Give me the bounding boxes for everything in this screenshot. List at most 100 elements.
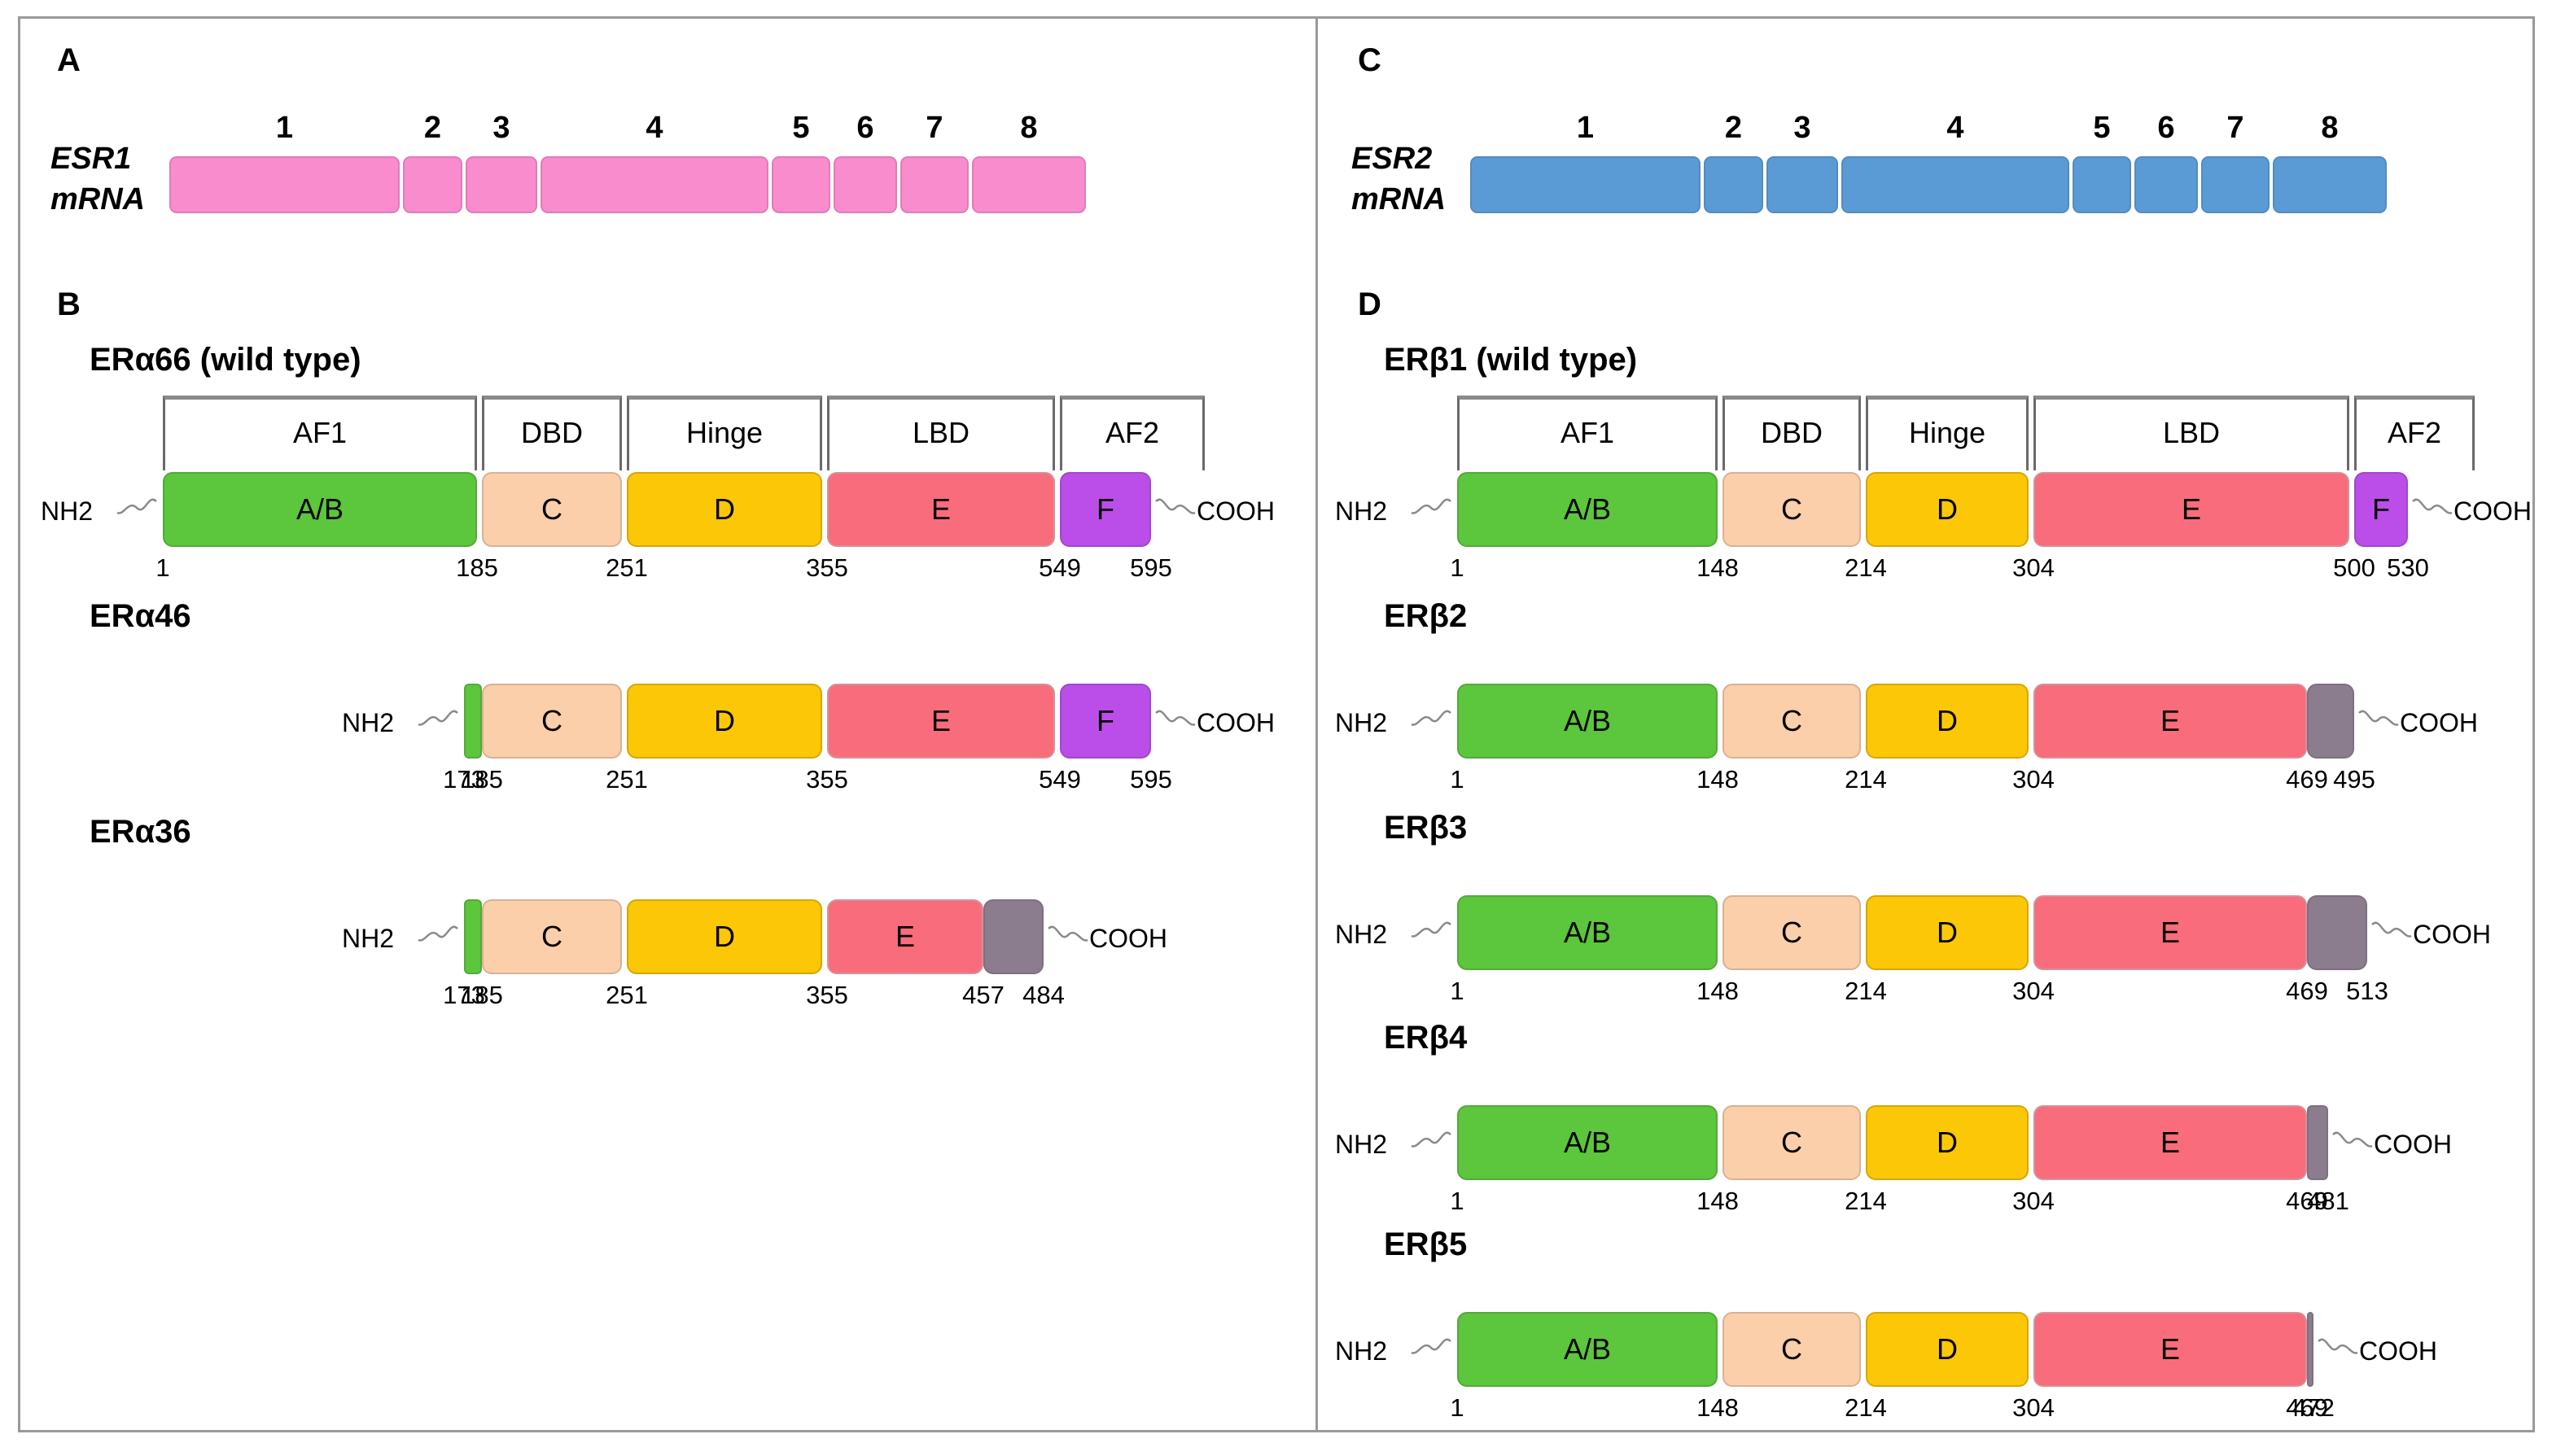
domain-block-d: D bbox=[1866, 684, 2029, 759]
residue-tick-457: 457 bbox=[962, 981, 1005, 1009]
panel-letter-b: B bbox=[57, 286, 81, 322]
exon-block-4 bbox=[541, 156, 768, 213]
residue-tick-1: 1 bbox=[1450, 1393, 1464, 1422]
n-terminus-linker bbox=[1410, 1125, 1452, 1161]
domain-block-terminal bbox=[2307, 1105, 2328, 1180]
isoform-title: ERβ4 bbox=[1384, 1020, 1468, 1056]
linker-squiggle-icon bbox=[2412, 498, 2453, 514]
linker-squiggle-icon bbox=[1411, 1338, 1451, 1354]
esr2-mrna-text: mRNA bbox=[1351, 182, 1447, 216]
residue-tick-148: 148 bbox=[1696, 1393, 1739, 1422]
domain-block-f: F bbox=[2354, 472, 2408, 547]
domain-block-terminal bbox=[983, 899, 1044, 974]
domain-block-c: C bbox=[482, 472, 622, 547]
exon-block-5 bbox=[2073, 156, 2131, 213]
residue-tick-251: 251 bbox=[606, 765, 648, 794]
linker-squiggle-icon bbox=[1411, 498, 1451, 514]
linker-squiggle-icon bbox=[2318, 1338, 2358, 1354]
domain-block-e: E bbox=[2033, 895, 2307, 970]
n-terminus-label: NH2 bbox=[1335, 920, 1388, 949]
residue-tick-304: 304 bbox=[2012, 1393, 2055, 1422]
exon-number-3: 3 bbox=[492, 111, 510, 145]
domain-bracket-label: AF2 bbox=[2387, 416, 2442, 449]
c-terminus-linker bbox=[2357, 703, 2400, 740]
domain-block-d: D bbox=[627, 899, 822, 974]
residue-tick-530: 530 bbox=[2387, 553, 2429, 582]
c-terminus-linker bbox=[1154, 703, 1197, 740]
panel-divider bbox=[1315, 19, 1318, 1430]
isoform-title: ERβ1 (wild type) bbox=[1384, 342, 1638, 378]
residue-tick-173: 173 bbox=[443, 981, 485, 1009]
exon-block-8 bbox=[972, 156, 1086, 213]
isoform-title: ERα66 (wild type) bbox=[90, 342, 361, 378]
residue-tick-185: 185 bbox=[461, 765, 503, 794]
domain-block-f: F bbox=[1060, 472, 1151, 547]
residue-tick-469: 469 bbox=[2286, 765, 2328, 794]
domain-bracket-af1: AF1 bbox=[1457, 396, 1718, 470]
linker-squiggle-icon bbox=[2358, 710, 2399, 726]
exon-number-7: 7 bbox=[926, 111, 943, 145]
exon-block-4 bbox=[1841, 156, 2069, 213]
domain-block-ab: A/B bbox=[1457, 1312, 1718, 1387]
residue-tick-469: 469 bbox=[2286, 1187, 2328, 1215]
domain-block-e: E bbox=[827, 684, 1055, 759]
residue-tick-1: 1 bbox=[1450, 553, 1464, 582]
c-terminus-linker bbox=[2331, 1125, 2374, 1161]
isoform-title: ERα36 bbox=[90, 814, 191, 850]
esr2-gene-name: ESR2 bbox=[1351, 142, 1433, 176]
isoform-title: ERβ2 bbox=[1384, 598, 1468, 634]
linker-squiggle-icon bbox=[1155, 498, 1196, 514]
exon-number-6: 6 bbox=[2157, 111, 2175, 145]
residue-tick-549: 549 bbox=[1039, 765, 1081, 794]
domain-block-c: C bbox=[482, 684, 622, 759]
residue-tick-1: 1 bbox=[1450, 765, 1464, 794]
domain-block-d: D bbox=[1866, 1312, 2029, 1387]
residue-tick-481: 481 bbox=[2307, 1187, 2349, 1215]
residue-tick-595: 595 bbox=[1130, 553, 1172, 582]
exon-block-7 bbox=[2201, 156, 2270, 213]
exon-block-6 bbox=[2134, 156, 2198, 213]
domain-block-c: C bbox=[1722, 1312, 1861, 1387]
exon-number-6: 6 bbox=[856, 111, 874, 145]
residue-tick-469: 469 bbox=[2286, 977, 2328, 1005]
domain-bracket-label: Hinge bbox=[1908, 416, 1986, 449]
domain-bracket-af2: AF2 bbox=[1060, 396, 1205, 470]
domain-block-ab: A/B bbox=[1457, 472, 1718, 547]
residue-tick-1: 1 bbox=[1450, 1187, 1464, 1215]
residue-tick-304: 304 bbox=[2012, 977, 2055, 1005]
domain-block-c: C bbox=[482, 899, 622, 974]
residue-tick-355: 355 bbox=[806, 553, 848, 582]
c-terminus-label: COOH bbox=[2374, 1130, 2452, 1159]
domain-block-ab: A/B bbox=[1457, 1105, 1718, 1180]
c-terminus-label: COOH bbox=[1089, 924, 1167, 953]
residue-tick-251: 251 bbox=[606, 553, 648, 582]
residue-tick-469: 469 bbox=[2286, 1393, 2328, 1422]
residue-tick-214: 214 bbox=[1845, 553, 1887, 582]
exon-block-2 bbox=[403, 156, 462, 213]
domain-block-c: C bbox=[1722, 684, 1861, 759]
n-terminus-label: NH2 bbox=[342, 708, 395, 737]
domain-bracket-dbd: DBD bbox=[482, 396, 622, 470]
n-terminus-label: NH2 bbox=[1335, 496, 1388, 526]
domain-bracket-lbd: LBD bbox=[827, 396, 1055, 470]
domain-bracket-label: DBD bbox=[520, 416, 583, 449]
residue-tick-304: 304 bbox=[2012, 1187, 2055, 1215]
linker-squiggle-icon bbox=[2332, 1131, 2373, 1148]
exon-block-6 bbox=[834, 156, 897, 213]
exon-block-3 bbox=[466, 156, 537, 213]
c-terminus-linker bbox=[1154, 492, 1197, 528]
exon-number-7: 7 bbox=[2226, 111, 2244, 145]
residue-tick-304: 304 bbox=[2012, 765, 2055, 794]
domain-block-ab: A/B bbox=[163, 472, 477, 547]
exon-block-3 bbox=[1766, 156, 1838, 213]
n-terminus-label: NH2 bbox=[1335, 1336, 1388, 1366]
domain-bracket-lbd: LBD bbox=[2033, 396, 2349, 470]
c-terminus-label: COOH bbox=[2454, 496, 2532, 526]
domain-bracket-hinge: Hinge bbox=[627, 396, 822, 470]
esr1-gene-name: ESR1 bbox=[50, 142, 132, 176]
residue-tick-173: 173 bbox=[443, 765, 485, 794]
